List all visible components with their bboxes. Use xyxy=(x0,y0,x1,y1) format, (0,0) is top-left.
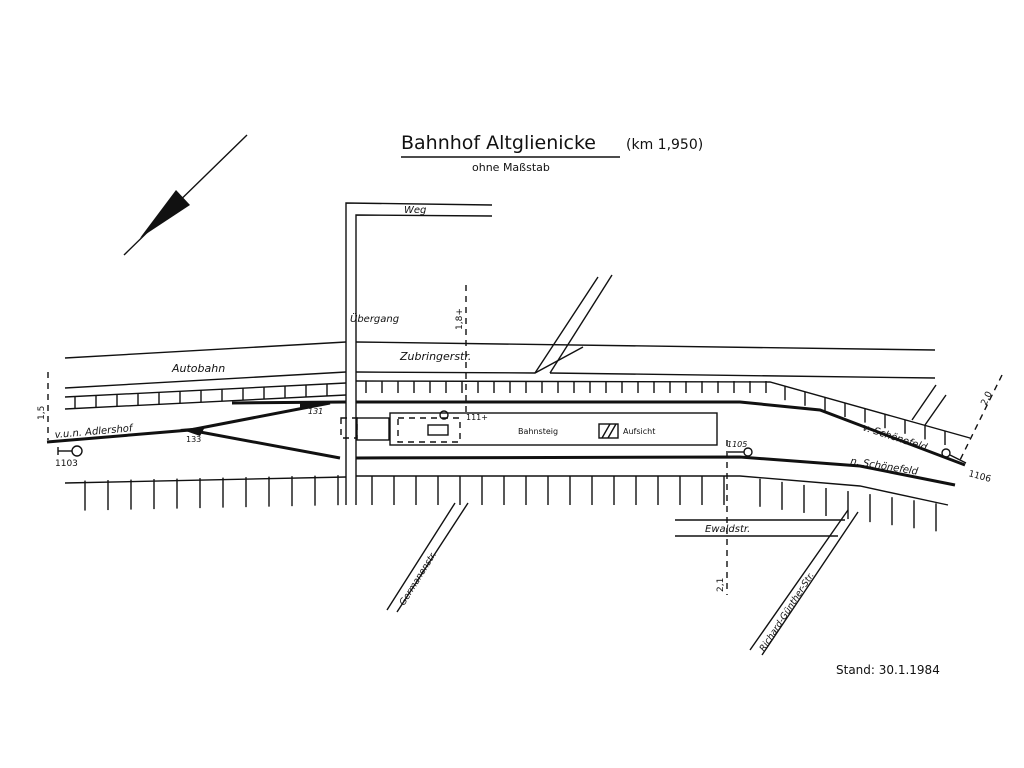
weg-label: Weg xyxy=(404,205,426,216)
north-arrow-icon xyxy=(123,134,248,256)
switch-131-label: 131 xyxy=(308,407,323,416)
richard-label: Richard-Günther-Str. xyxy=(758,571,817,654)
zubringer-edge xyxy=(549,372,936,379)
n-schoenefeld-label: n. Schönefeld xyxy=(850,456,920,478)
side-road xyxy=(549,274,613,374)
km-18-label: 1,8+ xyxy=(455,308,465,330)
signal-1103-label: 1103 xyxy=(55,459,78,469)
v-schoenefeld-label: v. Schönefeld xyxy=(861,422,929,453)
side-road xyxy=(911,384,937,421)
signal-1103-icon xyxy=(57,445,83,457)
signal-1106-icon xyxy=(941,448,967,464)
signal-1105-icon xyxy=(728,447,753,457)
bahnsteig-label: Bahnsteig xyxy=(518,427,558,436)
zubringer-edge xyxy=(355,341,936,351)
station-building xyxy=(340,410,718,446)
autobahn-edge xyxy=(64,371,347,389)
germanen-road xyxy=(386,502,456,611)
diagram-title: Bahnhof Altglienicke xyxy=(401,132,596,154)
richard-road xyxy=(761,511,859,656)
autobahn-label: Autobahn xyxy=(171,362,225,375)
side-road xyxy=(924,394,947,426)
signal-1106-label: 1106 xyxy=(967,469,992,485)
km-right-label: 2,0 xyxy=(980,390,995,407)
signal-1114-label: 111+ xyxy=(466,413,488,422)
richard-road xyxy=(749,509,849,651)
aufsicht-label: Aufsicht xyxy=(623,427,655,436)
km-label: (km 1,950) xyxy=(626,137,703,153)
platform xyxy=(389,412,718,446)
tracks xyxy=(46,400,966,487)
germanen-road xyxy=(396,502,469,613)
km-left-label: 1,5 xyxy=(37,406,47,420)
weg-road xyxy=(345,202,493,505)
lower-embankment xyxy=(64,475,949,506)
uebergang-label: Übergang xyxy=(350,312,399,325)
autobahn-edge xyxy=(64,341,347,359)
aufsicht-hatch-icon xyxy=(598,423,619,439)
km-21-label: 2,1 xyxy=(716,578,726,592)
stand-date: Stand: 30.1.1984 xyxy=(836,663,940,677)
germanen-label: Germanenstr. xyxy=(398,550,439,607)
scale-note: ohne Maßstab xyxy=(472,161,550,174)
switch-133-label: 133 xyxy=(186,435,201,444)
signal-1105-label: 1105 xyxy=(727,440,747,449)
side-road xyxy=(534,276,599,374)
km-marker-line xyxy=(959,374,1003,461)
zubringer-label: Zubringerstr. xyxy=(399,350,471,363)
